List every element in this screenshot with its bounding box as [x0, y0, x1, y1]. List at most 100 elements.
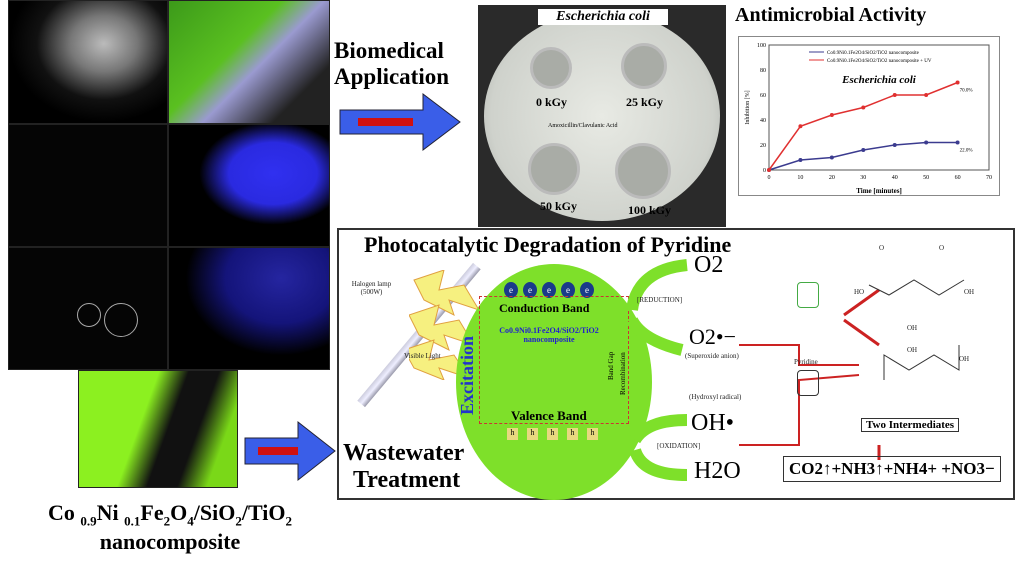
arrow-right-icon — [244, 420, 336, 482]
map-co-green — [78, 370, 238, 488]
visible-light-label: Visible Light — [404, 352, 441, 360]
hole-icon: h — [547, 428, 558, 440]
hole-icon: h — [587, 428, 598, 440]
map-fe — [168, 247, 330, 370]
x-tick-label: 70 — [986, 175, 992, 181]
hole-icon: h — [507, 428, 518, 440]
x-tick-label: 0 — [768, 175, 771, 181]
oxidation-label: [OXIDATION] — [657, 442, 701, 450]
data-point — [767, 168, 771, 172]
dose-label: 25 kGy — [626, 95, 664, 109]
map-overlay — [168, 0, 330, 124]
y-tick-label: 80 — [760, 68, 766, 74]
water-label: H2O — [694, 458, 741, 484]
pyridine-label: Pyridine — [794, 358, 818, 366]
superoxide-desc: (Superoxide anion) — [685, 352, 739, 360]
products-box: CO2↑+NH3↑+NH4+ +NO3− — [783, 456, 1001, 482]
reduction-label: [REDUCTION] — [637, 296, 683, 304]
x-axis-label: Time [minutes] — [856, 187, 902, 195]
catalyst-particle — [456, 264, 652, 500]
data-point — [892, 93, 897, 97]
electron-icon: e — [542, 282, 556, 298]
superoxide-label: O2•− — [689, 324, 736, 349]
composite-label: Co 0.9Ni 0.1Fe2O4/SiO2/TiO2 nanocomposit… — [48, 500, 292, 555]
atom-label: OH — [964, 288, 975, 296]
data-point — [955, 80, 960, 85]
data-point — [861, 148, 866, 152]
atom-label: OH — [907, 346, 918, 354]
legend-entry: Co0.9Ni0.1Fe2O4/SiO2/TiO2 nanocomposite — [827, 51, 920, 56]
petri-title: Escherichia coli — [538, 9, 668, 25]
data-point — [861, 105, 866, 110]
intermediates-box: Two Intermediates — [861, 418, 960, 432]
data-point — [924, 140, 929, 145]
x-tick-label: 10 — [797, 175, 803, 181]
electron-icon: e — [504, 282, 518, 298]
y-axis-label: Inhibition [%] — [745, 90, 751, 124]
excitation-label: Excitation — [457, 336, 477, 415]
map-ni — [8, 124, 168, 247]
hole-icon: h — [567, 428, 578, 440]
sem-image — [8, 0, 168, 124]
atom-label: OH — [907, 324, 918, 332]
chart-title: Escherichia coli — [841, 74, 917, 86]
end-label: 70.0% — [960, 89, 973, 94]
x-tick-label: 40 — [892, 175, 898, 181]
hydroxyl-desc: (Hydroxyl radical) — [689, 393, 742, 401]
data-point — [924, 93, 929, 97]
o2-label: O2 — [694, 252, 724, 278]
data-point — [798, 124, 803, 129]
legend-entry: Co0.9Ni0.1Fe2O4/SiO2/TiO2 nanocomposite … — [827, 59, 932, 64]
series-line — [768, 81, 958, 171]
center-label: Amoxicillin/Clavulanic Acid — [548, 123, 618, 129]
data-point — [955, 140, 960, 145]
series-line — [768, 141, 958, 171]
atom-label: HO — [854, 288, 865, 296]
valence-band-label: Valence Band — [511, 408, 587, 423]
photocatalysis-panel: Photocatalytic Degradation of Pyridine H… — [337, 228, 1015, 500]
electron-icon: e — [580, 282, 594, 298]
x-tick-label: 60 — [955, 175, 961, 181]
atom-label: OH — [959, 355, 970, 363]
petri-dish: Escherichia coli 0 kGy 25 kGy Amoxicilli… — [478, 5, 726, 227]
pyridine-ring-icon — [797, 282, 819, 308]
lamp-label: Halogen lamp (500W) — [351, 280, 392, 296]
band-gap-label: Band Gap — [607, 351, 615, 380]
y-tick-label: 40 — [760, 118, 766, 124]
map-ti — [8, 247, 168, 370]
conduction-band-label: Conduction Band — [499, 301, 590, 315]
dose-label: 0 kGy — [536, 95, 568, 109]
curved-arrows — [627, 259, 688, 481]
atom-label: O — [939, 244, 945, 252]
plot-frame — [768, 44, 990, 171]
x-tick-label: 30 — [860, 175, 866, 181]
x-tick-label: 20 — [829, 175, 835, 181]
recombination-label: Recombination — [619, 352, 627, 395]
data-point — [829, 155, 834, 160]
y-tick-label: 60 — [760, 93, 766, 99]
y-tick-label: 100 — [757, 43, 766, 49]
data-point — [829, 113, 834, 117]
arrow-right-icon — [339, 92, 461, 152]
x-tick-label: 50 — [923, 175, 929, 181]
map-o — [168, 124, 330, 247]
electron-icon: e — [523, 282, 537, 298]
data-point — [892, 143, 897, 147]
hole-icon: h — [527, 428, 538, 440]
electron-icon: e — [561, 282, 575, 298]
atom-label: O — [879, 244, 885, 252]
reaction-arrows — [739, 279, 965, 460]
dose-label: 50 kGy — [540, 199, 578, 213]
data-point — [798, 158, 803, 162]
y-tick-label: 20 — [760, 143, 766, 149]
end-label: 22.0% — [960, 149, 973, 154]
antimicrobial-title: Antimicrobial Activity — [735, 4, 927, 26]
y-tick-label: 0 — [763, 168, 766, 174]
dose-label: 100 kGy — [628, 203, 672, 217]
